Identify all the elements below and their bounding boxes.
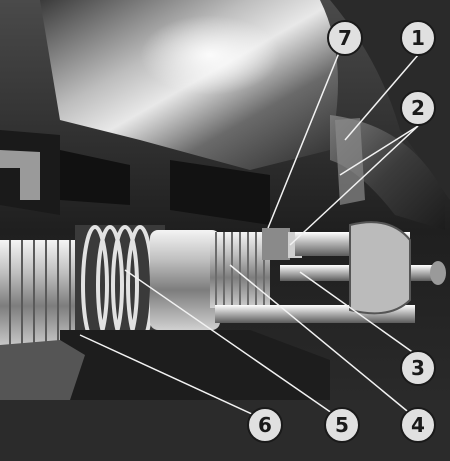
leader-lines <box>79 37 419 421</box>
rod-end <box>430 261 446 285</box>
callout-4: 4 <box>400 407 436 443</box>
callout-3: 3 <box>400 350 436 386</box>
spline-teeth <box>215 232 265 308</box>
svg-text:7: 7 <box>338 26 352 50</box>
svg-text:5: 5 <box>335 413 349 437</box>
dome-highlight <box>140 15 280 95</box>
thread-collar <box>262 228 290 260</box>
center-black-block <box>170 160 270 225</box>
svg-text:2: 2 <box>411 96 425 120</box>
callout-2: 2 <box>400 90 436 126</box>
svg-text:3: 3 <box>411 356 425 380</box>
ring-housing <box>349 221 411 315</box>
callout-1: 1 <box>400 20 436 56</box>
svg-text:6: 6 <box>258 413 272 437</box>
lower-left-flange <box>0 340 85 400</box>
left-bracket <box>0 150 40 200</box>
lower-housing <box>60 330 330 410</box>
callout-5: 5 <box>324 407 360 443</box>
base <box>0 400 450 461</box>
svg-text:4: 4 <box>411 413 425 437</box>
svg-text:1: 1 <box>411 26 425 50</box>
bushing <box>150 230 220 330</box>
callout-6: 6 <box>247 407 283 443</box>
callout-7: 7 <box>327 20 363 56</box>
upper-black-block <box>60 150 130 205</box>
